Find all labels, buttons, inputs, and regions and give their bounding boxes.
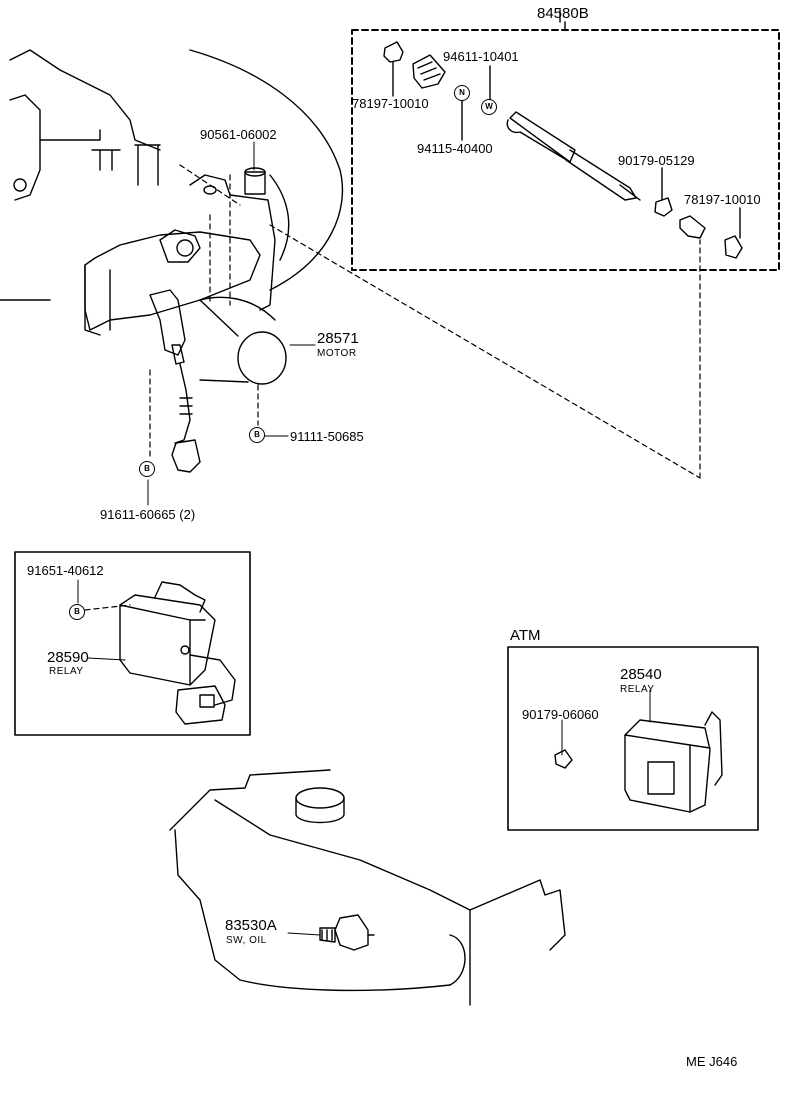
label-91611-60665: 91611-60665 (2) — [100, 507, 196, 522]
label-sw-oil: SW, OIL — [226, 935, 267, 946]
label-91111-50685: 91111-50685 — [290, 429, 364, 444]
engine-body-outline — [0, 49, 344, 301]
engine-block-bottom — [169, 769, 566, 1006]
footer-code: ME J646 — [686, 1054, 738, 1069]
label-78197-10010-right: 78197-10010 — [684, 192, 761, 207]
label-relay-28540: RELAY — [620, 684, 655, 695]
label-83530a: 83530A — [225, 917, 277, 934]
label-94611-10401: 94611-10401 — [443, 49, 519, 64]
label-94115-40400: 94115-40400 — [417, 141, 493, 156]
badge-b-relay: B — [69, 604, 85, 620]
label-relay-28590: RELAY — [49, 666, 84, 677]
label-28571: 28571 — [317, 330, 359, 347]
badge-w: W — [481, 99, 497, 115]
atm-box — [507, 646, 759, 831]
label-90561-06002: 90561-06002 — [200, 127, 277, 142]
label-84580b: 84580B — [537, 5, 589, 22]
badge-n: N — [454, 85, 470, 101]
label-78197-10010-left: 78197-10010 — [352, 96, 429, 111]
badge-b-motor: B — [249, 427, 265, 443]
motor-assembly — [84, 167, 287, 473]
kit-84580b-box — [351, 9, 780, 271]
label-28540: 28540 — [620, 666, 662, 683]
label-motor: MOTOR — [317, 348, 357, 359]
label-atm: ATM — [510, 627, 541, 644]
label-28590: 28590 — [47, 649, 89, 666]
label-90179-05129: 90179-05129 — [618, 153, 695, 168]
label-90179-06060: 90179-06060 — [522, 707, 599, 722]
leader-lines — [77, 141, 651, 936]
relay-28590-box — [14, 551, 251, 736]
badge-b-bracket: B — [139, 461, 155, 477]
label-91651-40612: 91651-40612 — [27, 563, 104, 578]
dashed-guide-lines — [84, 164, 701, 611]
